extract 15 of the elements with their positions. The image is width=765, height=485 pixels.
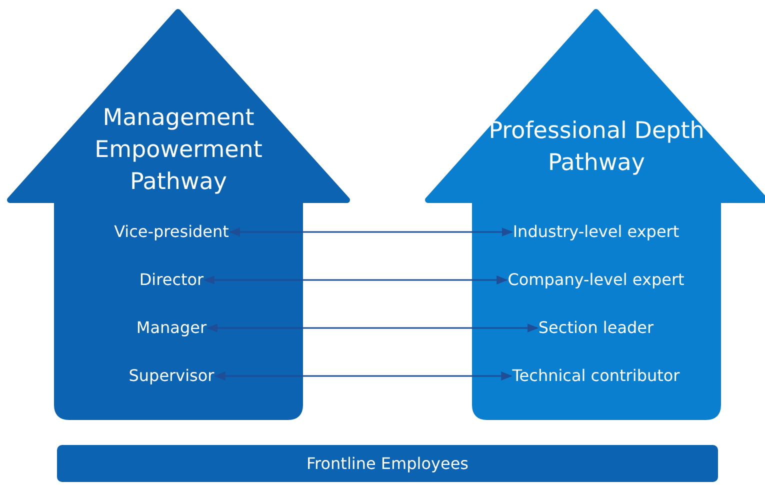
double-arrow [214,372,512,380]
double-arrow [204,276,508,284]
double-arrow [228,228,513,236]
role-label: Technical contributor [512,364,680,388]
role-label: Section leader [538,316,654,340]
role-label: Vice-president [114,220,229,244]
role-label: Company-level expert [508,268,684,292]
role-label: Industry-level expert [512,220,680,244]
role-label: Supervisor [128,364,214,388]
double-arrow [206,324,539,332]
role-label: Director [139,268,204,292]
pathway-title: Management Empowerment Pathway [94,104,264,197]
role-label: Manager [136,316,207,340]
pathway-title: Professional Depth Pathway [488,117,706,178]
base-bar: Frontline Employees [57,445,718,482]
